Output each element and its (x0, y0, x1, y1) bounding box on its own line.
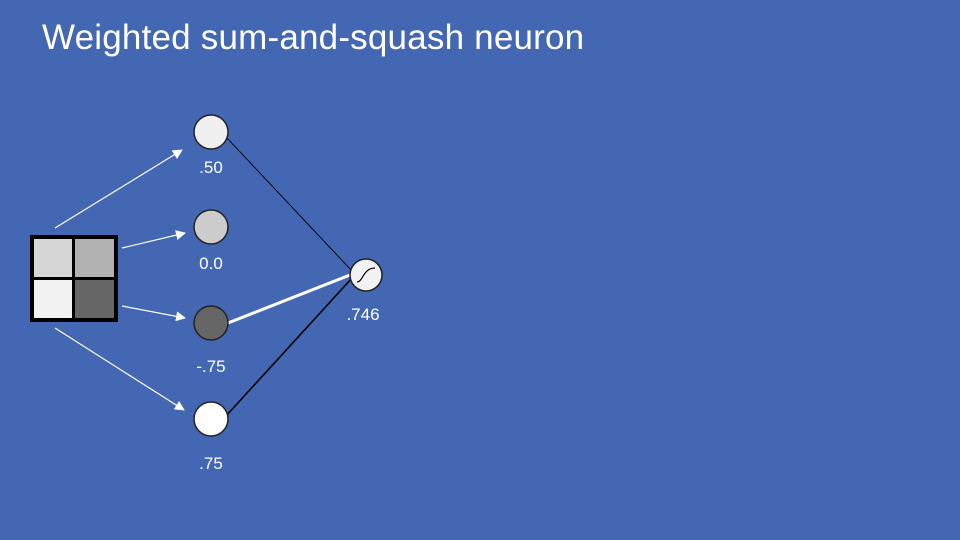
input-node-2 (193, 209, 229, 245)
sigmoid-icon (356, 267, 376, 283)
input-pixel-bottom-right (75, 280, 114, 318)
connection-node-1-to-output (225, 136, 353, 272)
connection-node-4-to-output (225, 277, 353, 417)
input-arrows (54, 149, 186, 411)
output-value: .746 (346, 305, 379, 324)
input-pixel-top-right (75, 239, 114, 277)
node-3-value: -.75 (196, 357, 225, 376)
node-1-value: .50 (199, 158, 223, 177)
node-value-labels: .50 0.0 -.75 .75 (196, 158, 225, 473)
arrow-to-node-3 (121, 305, 186, 322)
input-nodes (193, 114, 229, 437)
input-pixel-bottom-left (34, 280, 72, 318)
input-node-1 (193, 114, 229, 150)
input-node-3 (193, 305, 229, 341)
output-node (349, 258, 383, 292)
node-2-value: 0.0 (199, 254, 223, 273)
arrow-to-node-4 (54, 327, 185, 411)
weighted-connections (225, 136, 353, 417)
input-node-4 (193, 401, 229, 437)
slide-title: Weighted sum-and-squash neuron (42, 18, 585, 57)
input-image-grid (30, 235, 118, 322)
node-4-value: .75 (199, 454, 223, 473)
arrow-to-node-1 (54, 149, 183, 229)
output-neuron: .746 (346, 258, 383, 324)
input-pixel-top-left (34, 239, 72, 277)
arrow-to-node-2 (121, 230, 186, 249)
connection-node-3-to-output (227, 273, 351, 325)
